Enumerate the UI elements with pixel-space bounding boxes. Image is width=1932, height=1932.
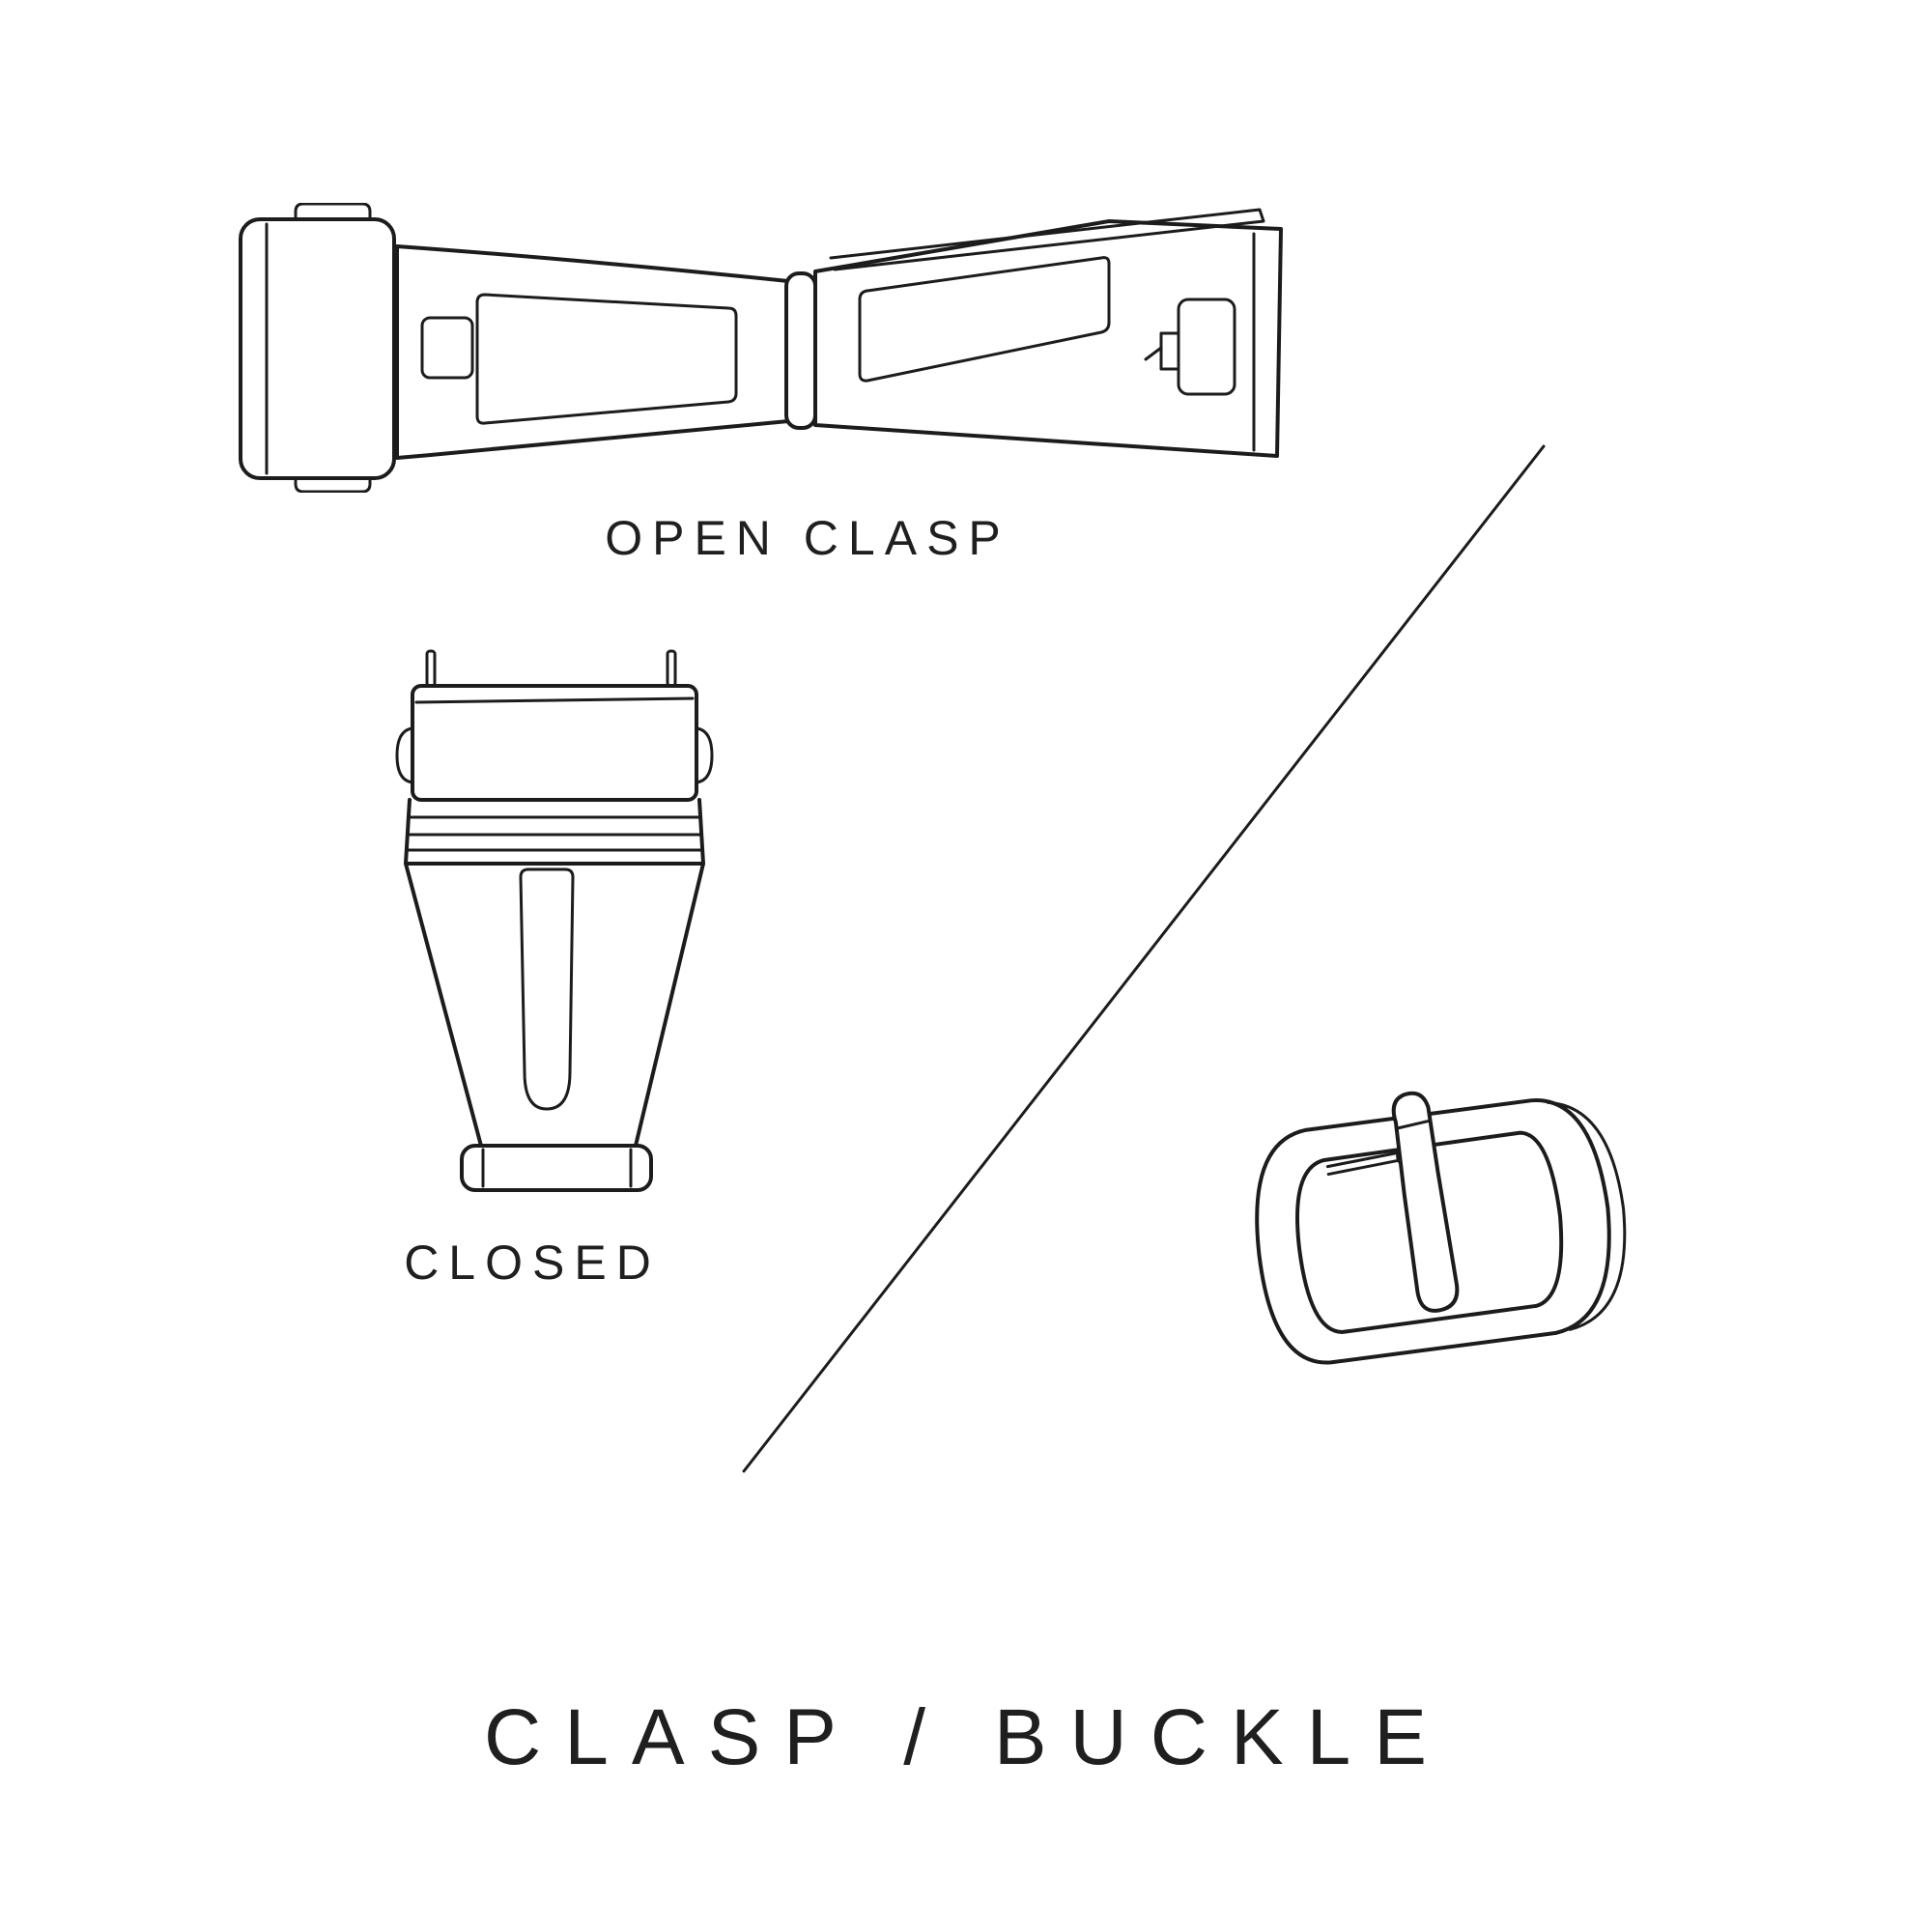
open-clasp-drawing [239, 203, 1283, 493]
open-clasp-label: OPEN CLASP [605, 511, 1010, 565]
divider-line [742, 444, 1546, 1473]
closed-clasp-illustration [395, 649, 714, 1192]
closed-clasp-drawing [395, 649, 714, 1192]
buckle-illustration [1255, 1091, 1627, 1365]
open-clasp-illustration [239, 203, 1283, 493]
tang-buckle-drawing [1255, 1091, 1627, 1365]
closed-clasp-label: CLOSED [404, 1236, 661, 1290]
page-title: CLASP / BUCKLE [484, 1693, 1450, 1781]
